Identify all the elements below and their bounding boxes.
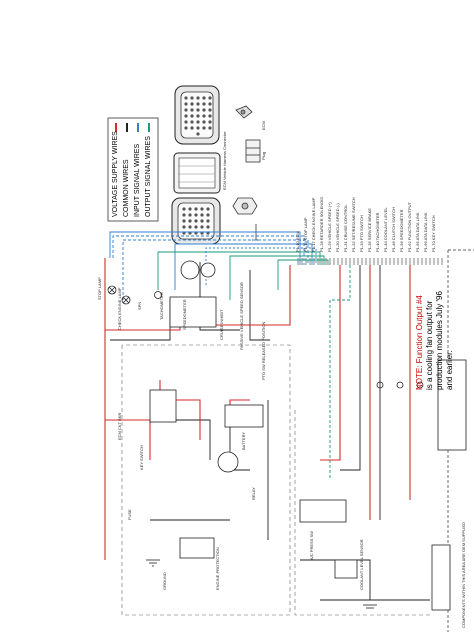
pin-label: P1-28 RETARDER SOLENOID <box>319 196 324 252</box>
ecm-connector-top <box>174 85 220 145</box>
pin-label: P1-46 CLUTCH SWITCH <box>391 207 396 252</box>
cruise-inhibit-label: CRUISE INHIBIT <box>219 309 224 340</box>
pin-label: P1-40 TACHOMETER <box>375 212 380 252</box>
passive-vss-label: PASSIVE VEHICLE SPEED SENSOR <box>239 282 244 350</box>
pin-label: P1-17 CHECK ENGINE LAMP <box>311 197 316 252</box>
note-line-2: is a cooling fan output for <box>425 300 434 390</box>
pin-label: P1-35 SERVICE BRAKE <box>367 208 372 252</box>
ecm-label: ECM <box>261 121 266 130</box>
voltage-supply-wires <box>104 258 411 560</box>
legend-label-output: OUTPUT SIGNAL WIRES <box>145 136 152 217</box>
pin-label: P1-10 ECM <box>295 231 300 252</box>
oem-connector-block <box>431 544 451 611</box>
components-note-label: COMPONENTS WITHIN THIS AREA ARE OEM SUPP… <box>461 522 466 628</box>
pin-label: P1-32 SET/RESUME SWITCH <box>351 197 356 252</box>
pin-label: P1-29 VEHICLE SPEED (+) <box>327 202 332 252</box>
legend-label-voltage: VOLTAGE SUPPLY WIRES <box>112 131 119 217</box>
key-switch-label: KEY SWITCH <box>139 445 144 470</box>
speedometer-gauge <box>180 260 200 280</box>
key-switch-block <box>149 389 177 423</box>
pin-label: P1-66 ATA DATA LINK <box>423 212 428 253</box>
pin-label: P1-62 FUNCTION OUTPUT <box>407 201 412 252</box>
pto-switch-block <box>299 499 347 523</box>
relay-coil <box>217 451 239 473</box>
ecm-connector-caption: ECM Vehicle Harness Connector <box>222 131 227 190</box>
ecm-ckt-bkr-label: ECM CKT BKR <box>117 412 122 440</box>
retarder-solenoid-block <box>437 359 467 451</box>
coolant-level-label: COOLANT LEVEL SENSOR <box>359 539 364 590</box>
check-engine-lamp-label: CHECK ENGINE LAMP <box>117 287 122 330</box>
coolant-level-block <box>334 559 358 579</box>
tachometer-label: TACHOMETER <box>159 292 164 320</box>
pin-label: P1-44 COOLANT LEVEL <box>383 207 388 252</box>
plug-drawing <box>232 105 261 241</box>
engine-protection-block <box>179 537 215 559</box>
pin-label: P1-14 STOP LAMP <box>303 217 308 252</box>
pin-label: P1-56 SPEEDOMETER <box>399 209 404 252</box>
note-line-3: production modules July '96 <box>435 291 444 390</box>
stop-lamp-label: STOP LAMP <box>97 277 102 300</box>
battery-label: BATTERY <box>241 431 246 450</box>
pin-label: P1-70 KEY SWITCH <box>431 215 436 252</box>
pin-label: P1-33 PTO SWITCH <box>359 215 364 252</box>
pin-label: P1-30 VEHICLE SPEED (-) <box>335 203 340 252</box>
common-wires <box>110 262 430 601</box>
component-blocks <box>149 260 467 611</box>
note-text-1: Function Output #4 <box>415 295 424 364</box>
oem-boundary <box>121 344 430 616</box>
ac-pressure-label: A/C PRESS SW <box>309 531 314 560</box>
legend-label-input: INPUT SIGNAL WIRES <box>134 143 141 217</box>
battery-block <box>224 404 264 428</box>
input-signal-wires <box>109 231 317 300</box>
legend-label-common: COMMON WIRES <box>123 159 130 217</box>
lamp-symbols <box>107 285 424 389</box>
engine-protection-label: ENGINE PROTECTION <box>215 547 220 590</box>
pin-label: P1-65 ATA DATA LINK <box>415 212 420 253</box>
note-line-1: NOTE: Function Output #4 <box>415 295 424 390</box>
pin-terminal-column <box>297 258 443 265</box>
note-line-4: and earlier. <box>445 350 454 390</box>
legend <box>107 117 159 222</box>
spn-label: SPN <box>137 301 142 310</box>
fuse-label: FUSE <box>127 509 132 520</box>
pto-released-label: PTO SW RELEASED POSITION <box>261 321 266 380</box>
note-prefix: NOTE: <box>415 365 424 390</box>
relay-label: RELAY <box>251 487 256 500</box>
speedometer-label: SPEEDOMETER <box>182 299 187 330</box>
ground-label: GROUND <box>162 572 167 590</box>
tachometer-gauge <box>200 262 216 278</box>
legend-box <box>107 117 159 222</box>
ecm-connector-bottom <box>171 197 221 245</box>
passive-vss-block <box>169 296 217 328</box>
plug-label: Plug <box>261 151 266 160</box>
ground-symbols <box>146 559 377 609</box>
pin-label: P1-31 CRUISE CONTROL <box>343 204 348 252</box>
ecm-connector-side <box>173 152 221 194</box>
